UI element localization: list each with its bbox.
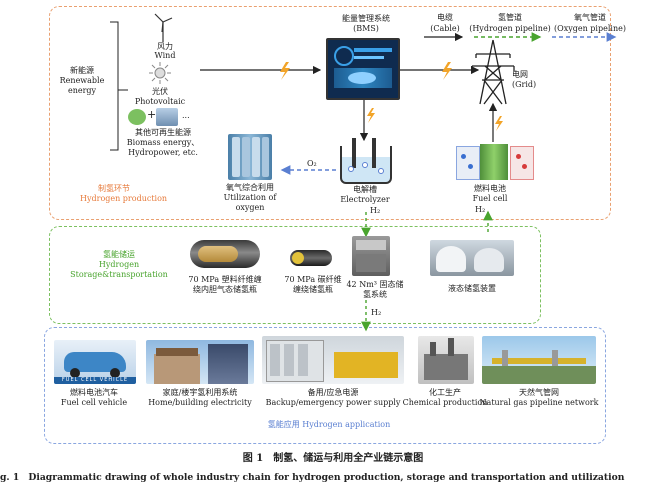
storage-item1-l1: 70 MPa 塑料纤维缠 [188,275,262,284]
fuel-cell-h2-label: H₂ [475,205,486,214]
storage-section-box [49,226,541,324]
fuel-cell-label-cn: 燃料电池 [474,184,506,193]
renewable-label-en2: energy [67,86,97,95]
legend-o2-pipe-en: (Oxygen pipeline) [554,24,626,33]
storage-section-en2: Storage&transportation [70,270,168,279]
other-label-cn: 其他可再生能源 [135,128,191,137]
application-section-cn: 氢能应用 [267,420,300,429]
oxygen-label-en2: oxygen [235,203,265,212]
cylinder-plastic-photo [190,240,260,268]
oxygen-label-cn: 氧气综合利用 [226,183,274,192]
biomass-icon [128,109,146,125]
caption-cn: 图 1 制氢、储运与利用全产业链示意图 [242,453,424,464]
electrolyzer-h2-label: H₂ [370,206,381,215]
hydropower-icon [156,108,178,126]
app-chemical-cn: 化工生产 [429,388,461,397]
cylinder-carbon-photo [290,250,332,266]
electrolyzer-label-cn: 电解槽 [353,185,377,194]
oxygen-label-en1: Utilization of [223,193,277,202]
caption-en: g. 1 Diagrammatic drawing of whole indus… [0,472,625,483]
production-section-box [49,6,611,220]
grid-label-cn: 电网 [512,70,528,79]
app-fcv-cn: 燃料电池汽车 [70,388,118,397]
storage-item3-l1: 42 Nm³ 固态储 [346,280,404,289]
bms-label-en: (BMS) [353,24,379,33]
sun-icon [149,62,171,84]
app-fcv-en: Fuel cell vehicle [60,398,128,407]
app-backup-en: Backup/emergency power supply [265,398,401,407]
legend-h2-pipe-en: (Hydrogen pipeline) [469,24,551,33]
pv-label-cn: 光伏 [152,87,168,96]
storage-item2-l2: 缠绕储氢瓶 [293,285,333,294]
app-pipeline-en: Natural gas pipeline network [479,398,599,407]
building-photo [146,340,254,384]
pv-label-en: Photovoltaic [134,97,186,106]
app-pipeline-cn: 天然气管网 [519,388,559,397]
app-backup-cn: 备用/应急电源 [307,388,359,397]
application-section-en: Hydrogen application [302,420,391,429]
backup-power-photo [262,336,404,384]
renewable-label-cn: 新能源 [70,66,94,75]
app-building-en: Home/building electricity [148,398,252,407]
legend-cable-en: (Cable) [430,24,460,33]
ellipsis: ... [182,111,190,120]
storage-section-cn: 氢能储运 [103,250,135,259]
wind-label-en: Wind [154,51,176,60]
storage-item3-l2: 氢系统 [363,290,387,299]
o2-flow-label: O₂ [307,159,317,168]
electrolyzer-icon [340,138,392,184]
solid-state-storage-photo [352,236,390,276]
electrolyzer-label-en: Electrolyzer [340,195,390,204]
fuel-cell-icon [456,144,534,180]
storage-item2-l1: 70 MPa 碳纤维 [284,275,342,284]
fcv-banner: FUEL CELL VEHICLE [54,377,136,384]
storage-item1-l2: 绕内胆气态储氢瓶 [193,285,257,294]
grid-tower-icon [471,39,515,105]
legend-o2-pipe-cn: 氧气管道 [574,13,606,22]
legend-cable-cn: 电缆 [437,13,453,22]
legend-h2-pipe-cn: 氢管道 [498,13,522,22]
renewable-label-en1: Renewable [59,76,105,85]
application-section-box [44,327,606,444]
bms-screen [326,38,400,100]
application-section-label: 氢能应用 Hydrogen application [224,420,434,429]
other-label-en1: Biomass energy、 [126,138,200,147]
storage-section-en1: Hydrogen [98,260,140,269]
storage-item4-l1: 液态储氢装置 [448,284,496,293]
grid-label-en: (Grid) [512,80,537,89]
app-building-cn: 家庭/楼宇氢利用系统 [162,388,238,397]
production-section-cn: 制氢环节 [98,184,130,193]
wind-label-cn: 风力 [157,42,173,51]
other-label-en2: Hydropower, etc. [128,148,198,157]
fuel-cell-vehicle-photo: FUEL CELL VEHICLE [54,340,136,384]
liquid-storage-photo [430,240,514,276]
production-section-en: Hydrogen production [80,194,168,203]
plus-sign: + [147,108,157,121]
wind-icon [154,13,173,42]
gas-pipeline-photo [482,336,596,384]
storage-h2-label: H₂ [371,308,382,317]
oxygen-tanks-photo [228,134,272,180]
chemical-plant-photo [418,336,474,384]
bms-label-cn: 能量管理系统 [342,14,390,23]
fuel-cell-label-en: Fuel cell [472,194,508,203]
app-chemical-en: Chemical production [402,398,488,407]
